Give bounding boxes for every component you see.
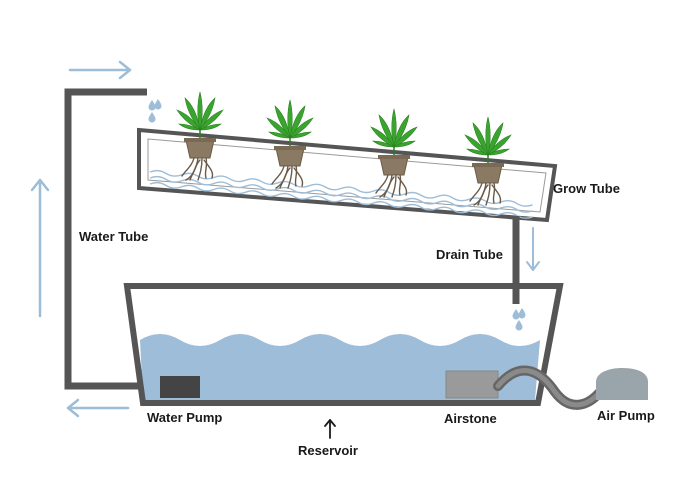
label-air-pump: Air Pump xyxy=(597,408,655,423)
flow-arrow-top xyxy=(68,60,132,80)
label-airstone: Airstone xyxy=(444,411,497,426)
label-water-tube: Water Tube xyxy=(79,229,148,244)
reservoir-pointer-arrow xyxy=(324,419,336,439)
label-drain-tube: Drain Tube xyxy=(436,247,503,262)
reservoir-water xyxy=(140,334,540,400)
airstone xyxy=(445,370,499,399)
flow-arrow-drain xyxy=(526,227,540,271)
flow-arrow-bottom xyxy=(66,398,130,418)
flow-arrow-up xyxy=(30,178,50,318)
label-grow-tube: Grow Tube xyxy=(553,181,620,196)
label-reservoir: Reservoir xyxy=(298,443,358,458)
water-pump xyxy=(160,376,200,398)
reservoir xyxy=(123,283,564,406)
grow-tube xyxy=(137,127,558,223)
water-drop-icon xyxy=(148,99,162,123)
air-pump xyxy=(596,368,648,400)
label-water-pump: Water Pump xyxy=(147,410,222,425)
water-tube xyxy=(64,88,167,390)
water-drop-icon xyxy=(512,308,526,331)
grow-tube-water xyxy=(149,169,533,219)
